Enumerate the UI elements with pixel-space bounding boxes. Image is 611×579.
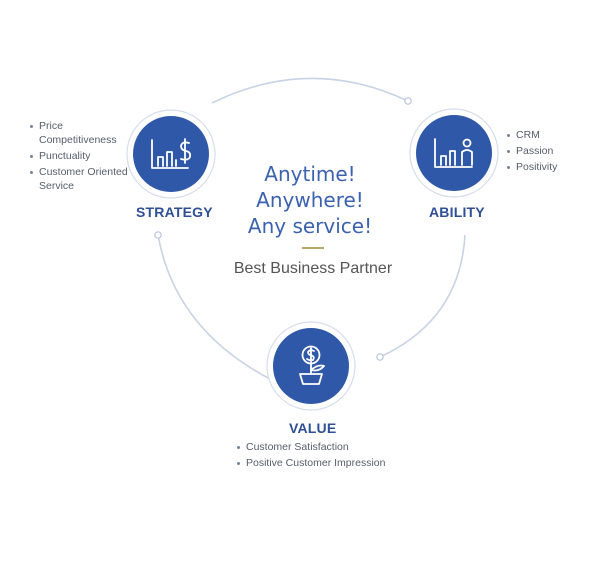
list-item: Passion bbox=[506, 144, 596, 158]
list-item: Positivity bbox=[506, 160, 596, 174]
ability-bullets: CRM Passion Positivity bbox=[506, 128, 596, 176]
arc-endpoint-dot bbox=[154, 231, 162, 239]
slogan-line-2: Anywhere! bbox=[256, 188, 364, 212]
divider bbox=[302, 247, 324, 249]
value-node bbox=[266, 321, 356, 411]
strategy-title: STRATEGY bbox=[136, 204, 213, 220]
value-title: VALUE bbox=[289, 420, 337, 436]
arc-value-to-strategy bbox=[157, 234, 273, 381]
slogan-line-1: Anytime! bbox=[264, 162, 356, 186]
bar-chart-dollar-icon bbox=[151, 138, 192, 169]
strategy-node bbox=[126, 109, 216, 199]
arc-strategy-to-ability bbox=[211, 77, 409, 104]
strategy-bullets: Price Competitiveness Punctuality Custom… bbox=[29, 119, 129, 195]
list-item: CRM bbox=[506, 128, 596, 142]
list-item: Price Competitiveness bbox=[29, 119, 129, 147]
ability-title: ABILITY bbox=[429, 204, 485, 220]
bar-chart-person-icon bbox=[434, 138, 473, 168]
list-item: Punctuality bbox=[29, 149, 129, 163]
slogan-line-3: Any service! bbox=[247, 214, 373, 238]
arc-endpoint-dot bbox=[404, 97, 412, 105]
value-bullets: Customer Satisfaction Positive Customer … bbox=[236, 440, 436, 472]
list-item: Positive Customer Impression bbox=[236, 456, 436, 470]
partner-tagline: Best Business Partner bbox=[233, 260, 393, 277]
arc-ability-to-value bbox=[379, 234, 466, 358]
list-item: Customer Satisfaction bbox=[236, 440, 436, 454]
list-item: Customer Oriented Service bbox=[29, 165, 129, 193]
ability-node bbox=[409, 108, 499, 198]
arc-endpoint-dot bbox=[376, 353, 384, 361]
money-plant-icon bbox=[299, 345, 325, 385]
